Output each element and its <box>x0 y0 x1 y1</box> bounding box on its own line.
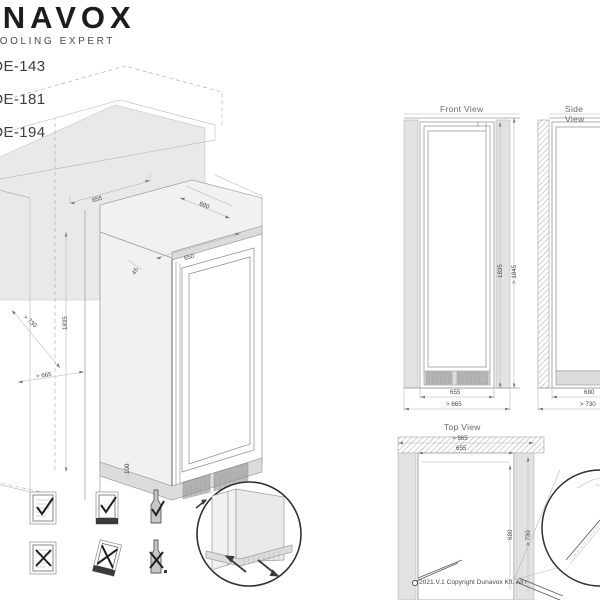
top-view-group <box>397 436 600 600</box>
manual-cross-icon <box>29 541 57 575</box>
top-view-label: Top View <box>444 422 481 432</box>
dim-label-front-width: 655 <box>450 389 461 396</box>
side-view-label: Side View <box>565 104 585 124</box>
brand-tagline: WINE COOLING EXPERT <box>0 36 116 47</box>
door-swing-detail-circle <box>541 469 600 587</box>
dim-label-cabinet-height: 1835 <box>62 316 69 330</box>
dim-label-front-min-height: > 1845 <box>511 264 518 284</box>
dim-front-width <box>419 388 495 399</box>
dim-label-top-depth: 680 <box>507 529 514 540</box>
dim-front-height <box>498 122 502 388</box>
dim-front-min-height <box>512 118 516 388</box>
bottle-tilted-cross-icon <box>149 539 167 574</box>
model-item: DX-NDE-181 <box>0 91 46 108</box>
front-view-group <box>403 113 520 411</box>
pictogram-row-forbidden <box>29 539 167 577</box>
dim-niche-depth <box>179 197 231 219</box>
model-item: DX-NDE-194 <box>0 124 46 141</box>
dim-label-top-width: 655 <box>456 445 467 452</box>
dim-side-depth <box>551 388 600 399</box>
dim-niche-width <box>69 174 151 205</box>
dim-min-width-iso <box>17 370 85 384</box>
brand-logo: DUNAVOX WINE COOLING EXPERT <box>0 2 136 47</box>
dim-front-min-width <box>403 388 511 411</box>
dim-label-side-min-depth: > 730 <box>580 401 596 408</box>
cabinet-tilted-cross-icon <box>92 539 122 577</box>
dim-door-width <box>155 232 241 260</box>
dim-side-min-depth <box>537 388 600 411</box>
dim-label-top-min-width: > 665 <box>452 435 468 442</box>
brand-name: DUNAVOX <box>0 0 136 35</box>
dim-label-side-depth: 680 <box>584 389 595 396</box>
dim-cabinet-height <box>64 232 68 472</box>
bottle-upright-check-icon <box>150 489 165 524</box>
ventilation-detail-circle <box>196 481 302 587</box>
pictogram-row-allowed <box>29 489 165 525</box>
dim-label-front-height: 1835 <box>497 264 504 278</box>
dim-top-min-depth <box>526 457 530 592</box>
front-view-label: Front View <box>440 104 484 114</box>
dim-min-depth-iso <box>11 309 61 369</box>
dim-top-width <box>418 451 514 455</box>
model-list: DX-NDE-143 DX-NDE-181 DX-NDE-194 <box>0 58 46 157</box>
dim-top-depth <box>508 465 512 590</box>
dim-top-min-width <box>398 441 534 445</box>
manual-check-icon <box>29 491 57 525</box>
dim-door-overlap <box>127 259 143 271</box>
copyright-text: 2021.V.1 Copyright Dunavox Kft. All r <box>419 579 528 586</box>
model-item: DX-NDE-143 <box>0 58 46 75</box>
cabinet-upright-check-icon <box>95 491 119 525</box>
side-view-group <box>537 113 600 411</box>
dim-label-front-min-width: > 665 <box>446 401 462 408</box>
dim-label-plinth: 100 <box>124 463 131 474</box>
dim-label-top-min-depth: > 730 <box>525 530 532 546</box>
